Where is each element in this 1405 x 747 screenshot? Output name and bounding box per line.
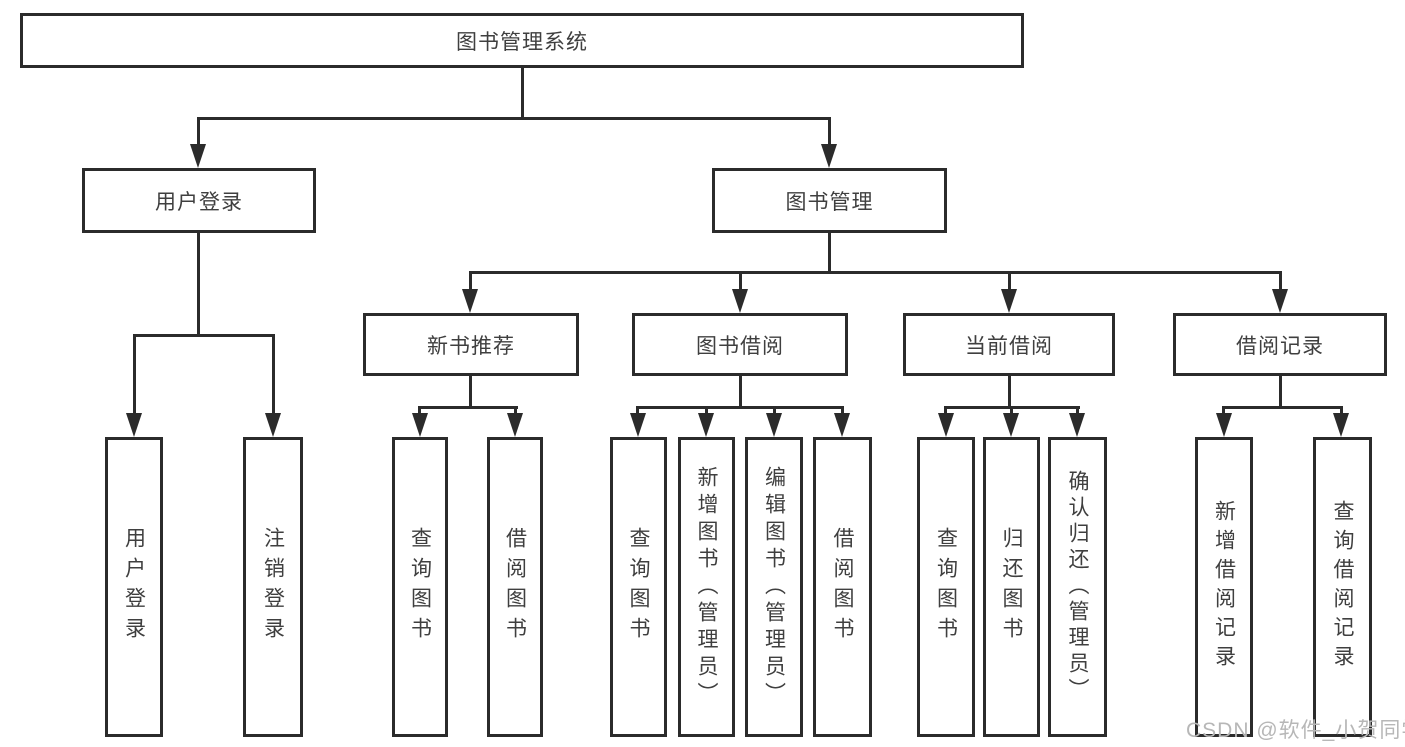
connector-to-borrow-recommend <box>514 406 517 415</box>
leaf-add-borrow-record: 新增借阅记录 <box>1195 437 1253 737</box>
arrowhead-add-record-icon <box>1216 413 1232 437</box>
connector-to-leaf-logout <box>272 334 275 416</box>
connector-current-borrowing-stub <box>1008 376 1011 409</box>
leaf-logout: 注销登录 <box>243 437 303 737</box>
connector-borrowing-records-stub <box>1279 376 1282 409</box>
connector-root-stub <box>521 68 524 118</box>
connector-book-management-stub <box>828 233 831 274</box>
connector-to-current-borrowing <box>1008 271 1011 293</box>
connector-to-edit-books <box>773 406 776 415</box>
connector-to-leaf-user-login <box>133 334 136 416</box>
leaf-borrow-books-recommend: 借阅图书 <box>487 437 543 737</box>
node-current-borrowing: 当前借阅 <box>903 313 1115 376</box>
node-new-book-recommendation: 新书推荐 <box>363 313 579 376</box>
leaf-search-books-current: 查询图书 <box>917 437 975 737</box>
arrowhead-current-borrowing-icon <box>1001 289 1017 313</box>
connector-borrowing-records-rail <box>1222 406 1343 409</box>
connector-new-book-rail <box>418 406 518 409</box>
arrowhead-leaf-logout-icon <box>265 413 281 437</box>
arrowhead-search-current-icon <box>938 413 954 437</box>
arrowhead-search-record-icon <box>1333 413 1349 437</box>
node-book-management: 图书管理 <box>712 168 947 233</box>
connector-to-user-login <box>197 117 200 147</box>
connector-level2-rail <box>197 117 831 120</box>
arrowhead-borrowing-records-icon <box>1272 289 1288 313</box>
arrowhead-book-borrowing-icon <box>732 289 748 313</box>
connector-new-book-stub <box>469 376 472 409</box>
leaf-user-login: 用户登录 <box>105 437 163 737</box>
connector-to-search-current <box>944 406 947 415</box>
arrowhead-search-recommend-icon <box>412 413 428 437</box>
connector-book-borrowing-rail <box>636 406 844 409</box>
connector-user-login-rail <box>133 334 275 337</box>
connector-user-login-stub <box>197 233 200 337</box>
connector-to-book-borrowing <box>739 271 742 293</box>
arrowhead-confirm-return-icon <box>1069 413 1085 437</box>
connector-to-search-recommend <box>418 406 421 415</box>
connector-to-borrowing-records <box>1279 271 1282 293</box>
arrowhead-book-management-icon <box>821 144 837 168</box>
arrowhead-leaf-user-login-icon <box>126 413 142 437</box>
leaf-return-books: 归还图书 <box>983 437 1040 737</box>
leaf-confirm-return-admin: 确认归还（管理员） <box>1048 437 1107 737</box>
connector-to-new-book <box>469 271 472 293</box>
leaf-search-borrow-record: 查询借阅记录 <box>1313 437 1372 737</box>
node-borrowing-records: 借阅记录 <box>1173 313 1387 376</box>
connector-to-return-books <box>1010 406 1013 415</box>
connector-to-add-books <box>705 406 708 415</box>
arrowhead-borrow-recommend-icon <box>507 413 523 437</box>
arrowhead-edit-books-icon <box>766 413 782 437</box>
arrowhead-add-books-icon <box>698 413 714 437</box>
connector-to-add-record <box>1222 406 1225 415</box>
leaf-edit-books-admin: 编辑图书（管理员） <box>745 437 803 737</box>
connector-to-confirm-return <box>1076 406 1079 415</box>
arrowhead-borrow-borrowing-icon <box>834 413 850 437</box>
arrowhead-new-book-icon <box>462 289 478 313</box>
leaf-borrow-books-borrowing: 借阅图书 <box>813 437 872 737</box>
leaf-add-books-admin: 新增图书（管理员） <box>678 437 735 737</box>
connector-book-borrowing-stub <box>739 376 742 409</box>
connector-to-borrow-borrowing <box>841 406 844 415</box>
arrowhead-return-books-icon <box>1003 413 1019 437</box>
connector-to-search-record <box>1340 406 1343 415</box>
connector-level3-rail <box>469 271 1282 274</box>
node-user-login: 用户登录 <box>82 168 316 233</box>
connector-to-search-borrowing <box>636 406 639 415</box>
arrowhead-user-login-icon <box>190 144 206 168</box>
connector-to-book-management <box>828 117 831 147</box>
leaf-search-books-borrowing: 查询图书 <box>610 437 667 737</box>
leaf-search-books-recommend: 查询图书 <box>392 437 448 737</box>
arrowhead-search-borrowing-icon <box>630 413 646 437</box>
node-book-borrowing: 图书借阅 <box>632 313 848 376</box>
csdn-watermark: CSDN @软件_小贺同学 <box>1186 719 1405 742</box>
node-library-management-system: 图书管理系统 <box>20 13 1024 68</box>
